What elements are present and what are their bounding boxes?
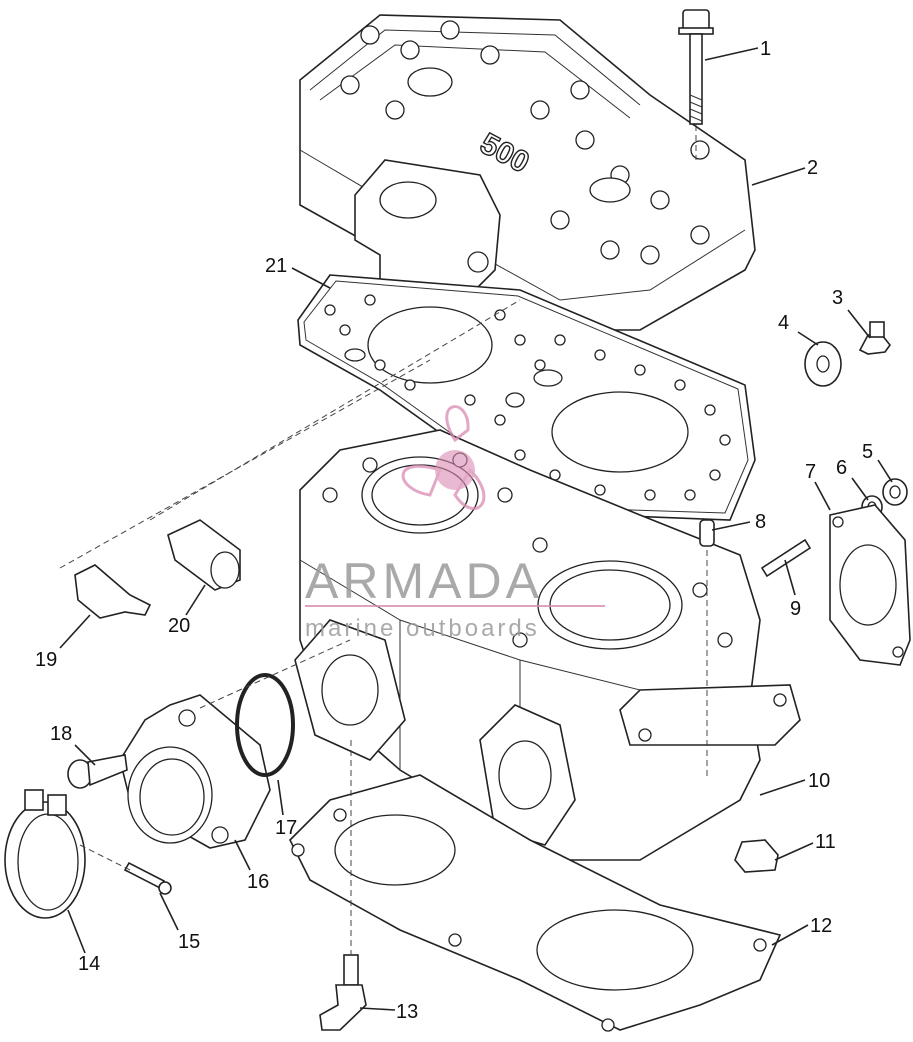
washer bbox=[804, 341, 842, 387]
watermark: ARMADA marine outboards bbox=[305, 405, 605, 642]
stud bbox=[760, 538, 812, 578]
callout-4: 4 bbox=[778, 312, 789, 334]
watermark-subtitle: marine outboards bbox=[305, 615, 540, 642]
callout-3: 3 bbox=[832, 287, 843, 309]
callout-16: 16 bbox=[247, 871, 269, 893]
callout-14: 14 bbox=[78, 953, 100, 975]
head-bolt-holes bbox=[340, 20, 710, 265]
water-fitting bbox=[319, 740, 367, 1031]
gasket-holes bbox=[324, 294, 731, 501]
callout-20: 20 bbox=[168, 615, 190, 637]
callout-19: 19 bbox=[35, 649, 57, 671]
head-gasket bbox=[297, 274, 756, 521]
callout-12: 12 bbox=[810, 915, 832, 937]
exhaust-gasket bbox=[829, 504, 911, 666]
nut bbox=[882, 478, 908, 506]
callout-1: 1 bbox=[760, 38, 771, 60]
clamp-screw bbox=[123, 861, 172, 895]
callout-11: 11 bbox=[815, 831, 836, 853]
callout-15: 15 bbox=[178, 931, 200, 953]
intake-manifold bbox=[119, 694, 271, 849]
base-gasket bbox=[289, 774, 782, 1032]
callout-6: 6 bbox=[836, 457, 847, 479]
dowel-pin bbox=[699, 519, 715, 780]
watermark-title: ARMADA bbox=[305, 553, 543, 609]
callout-numbers: 1 2 3 4 5 6 7 8 9 10 11 12 13 14 15 16 1… bbox=[35, 38, 873, 1023]
thermostat bbox=[167, 519, 241, 591]
cap-nut bbox=[858, 321, 892, 355]
callout-2: 2 bbox=[807, 157, 818, 179]
o-ring bbox=[235, 673, 295, 777]
callout-8: 8 bbox=[755, 511, 766, 533]
leader-lines bbox=[59, 47, 893, 1011]
callout-13: 13 bbox=[396, 1001, 418, 1023]
callout-10: 10 bbox=[808, 770, 830, 792]
callout-21: 21 bbox=[265, 255, 287, 277]
temperature-sender bbox=[74, 564, 152, 619]
propeller-logo bbox=[401, 405, 486, 510]
callout-9: 9 bbox=[790, 598, 801, 620]
callout-7: 7 bbox=[805, 461, 816, 483]
hose-clamp bbox=[4, 789, 86, 919]
head-bolt bbox=[678, 9, 714, 160]
callout-17: 17 bbox=[275, 817, 297, 839]
callout-5: 5 bbox=[862, 441, 873, 463]
callout-18: 18 bbox=[50, 723, 72, 745]
manifold-bolt bbox=[67, 754, 128, 789]
nut-11 bbox=[734, 839, 779, 873]
